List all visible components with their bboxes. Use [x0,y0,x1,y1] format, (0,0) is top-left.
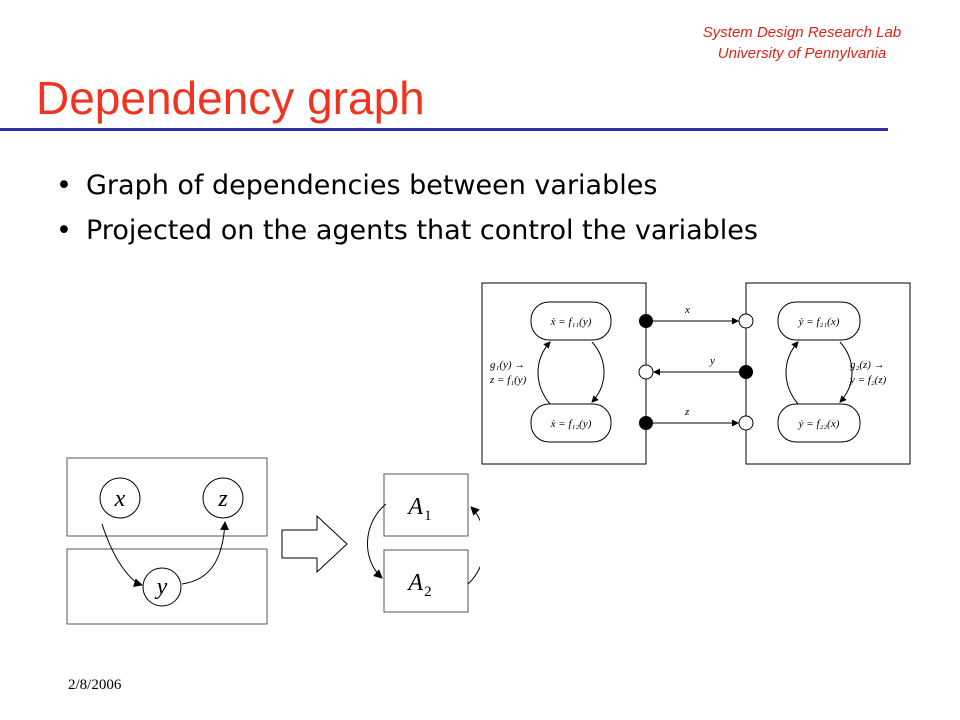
port-x-label: x [684,304,690,316]
right-mode-top-label: ẏ = f₂₁(x) [798,316,840,328]
bullet-list: • Graph of dependencies between variable… [56,168,836,258]
port-y-in [638,364,654,380]
left-transition-down [591,341,605,403]
projection-arrow-icon [281,514,348,574]
edge-a1-to-a2 [367,503,387,579]
lab-name: System Design Research Lab [702,24,902,41]
bottom-group-box [66,548,268,625]
left-mode-bottom [530,403,612,443]
variable-z-label: z [217,486,228,512]
bullet-item: • Projected on the agents that control t… [56,213,836,248]
bullet-dot-icon: • [56,170,72,201]
bullet-dot-icon: • [56,215,72,246]
agent-a2-label: A2 [406,570,431,600]
agent-a1-name: A [406,494,423,520]
variable-y-label: y [155,574,168,600]
agent-a2-box [383,549,469,613]
bullet-text: Graph of dependencies between variables [86,170,658,201]
left-mode-top [530,301,612,341]
agent-a1-box [383,473,469,537]
right-guard-line1: g₂(z) → [850,359,885,371]
port-y-label: y [709,355,715,367]
right-transition-up [785,341,799,405]
agent-a1-sub: 1 [424,508,432,524]
right-mode-bottom-label: ẏ = f₂₂(x) [798,418,840,430]
right-mode-top [777,301,861,341]
left-mode-top-label: ẋ = f₁₁(y) [550,316,592,328]
footer-date: 2/8/2006 [68,677,122,693]
port-y-out [739,365,753,379]
left-guard-line2: z = f₁(y) [489,374,527,386]
edge-a2-to-a1 [467,506,480,585]
right-transition-down [839,341,853,403]
left-guard-line1: g₁(y) → [490,359,525,371]
agent-a2-sub: 2 [424,584,432,600]
port-x-in [738,313,754,329]
bullet-item: • Graph of dependencies between variable… [56,168,836,203]
edge-x-to-y [101,523,143,588]
right-guard-line2: y = f₂(z) [849,374,887,386]
port-z-in [738,415,754,431]
university-name: University of Pennylvania [717,45,887,62]
left-mode-bottom-label: ẋ = f₁₂(y) [550,418,592,430]
edge-y-to-z [181,521,230,585]
port-z-out [639,416,653,430]
agent-a2-name: A [406,570,423,596]
bullet-text: Projected on the agents that control the… [86,215,758,246]
port-x-out [639,314,653,328]
agent-a1-label: A1 [406,494,431,524]
variable-y-node [142,567,182,607]
lab-affiliation: System Design Research Lab University of… [672,22,932,64]
top-group-box [66,457,268,537]
variable-z-node [202,477,244,519]
port-z-label: z [684,406,690,418]
left-transition-up [537,341,551,405]
slide-title: Dependency graph [36,72,425,124]
dependency-graph-diagram: x z y A1 A2 [66,457,480,625]
right-mode-bottom [777,403,861,443]
variable-x-node [99,477,141,519]
agent-automata-diagram: ẋ = f₁₁(y) ẋ = f₁₂(y) g₁(y) → z = f₁(y) … [481,282,911,465]
title-underline [0,128,888,131]
variable-x-label: x [114,486,126,512]
